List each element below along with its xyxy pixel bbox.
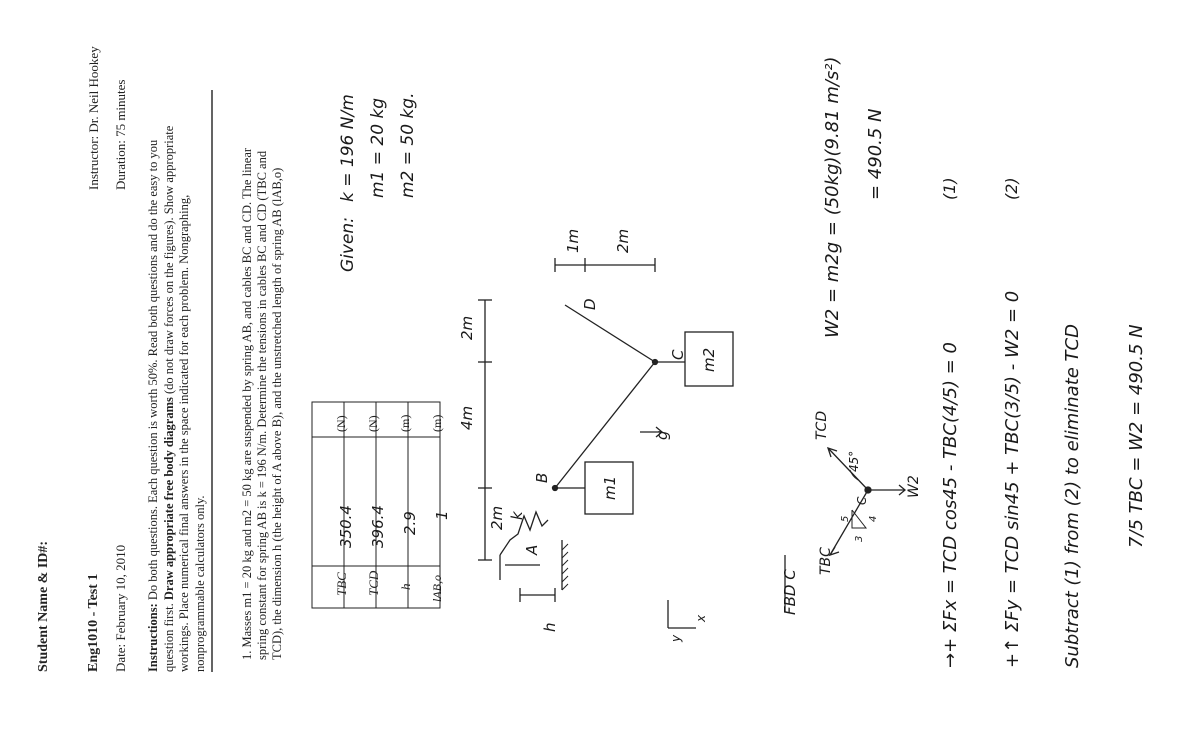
fbd-tri-4: 4 (868, 516, 879, 522)
mass-m1-box (584, 461, 634, 515)
given-k: k = 196 N/m (338, 94, 358, 202)
given-label: Given: (338, 217, 358, 272)
fbd-tri-3: 3 (854, 536, 865, 542)
answer-unit-h: (m) (398, 414, 412, 432)
work-w2-line2: = 490.5 N (865, 108, 886, 200)
work-result: 7/5 TBC = W2 = 490.5 N (1126, 324, 1147, 548)
label-2m-vert: 2m (614, 229, 632, 253)
label-k: k (508, 510, 526, 520)
mechanics-figure (478, 258, 734, 602)
answer-symbol-tcd: TCD (366, 570, 381, 596)
label-m1: m1 (601, 476, 619, 500)
fbd-label-tcd: TCD (814, 411, 830, 440)
given-m2: m2 = 50 kg. (398, 92, 418, 198)
label-b: B (533, 473, 551, 483)
label-d: D (581, 298, 599, 310)
label-2m-right: 2m (458, 316, 476, 340)
work-eq1: →+ ΣFx = TCD cos45 - TBC(4/5) = 0 (940, 342, 961, 668)
answer-symbol-h: h (398, 583, 413, 591)
label-h: h (541, 622, 559, 632)
cable-cd (564, 304, 656, 363)
label-2m-left: 2m (488, 506, 506, 530)
answer-unit-tcd: (N) (366, 415, 380, 432)
fbd-diagram (667, 446, 907, 629)
tcd-vector (827, 447, 869, 491)
axis-y-label: y (669, 634, 683, 643)
label-1m: 1m (564, 229, 582, 253)
answer-table (311, 401, 441, 609)
label-4m: 4m (458, 406, 476, 430)
label-a: A (523, 545, 541, 556)
work-w2-line1: W2 = m2g = (50kg)(9.81 m/s²) (822, 56, 843, 338)
fbd-tri-5: 5 (840, 516, 851, 522)
mass-m2-box (684, 331, 734, 387)
answer-value-h: 2.9 (401, 511, 419, 535)
work-eq2-tag: (2) (1002, 177, 1021, 200)
answer-symbol-lab: lAB,o (430, 575, 444, 602)
work-eq2: +↑ ΣFy = TCD sin45 + TBC(3/5) - W2 = 0 (1002, 290, 1023, 668)
label-g: g (653, 430, 671, 440)
answer-value-tcd: 396.4 (369, 505, 387, 548)
answer-symbol-tbc: TBC (334, 572, 349, 596)
tbc-vector (829, 489, 869, 556)
answer-unit-lab: (m) (430, 414, 444, 432)
fbd-label-c: C (855, 496, 869, 505)
fbd-label-angle: 45° (847, 451, 861, 472)
fbd-label-w2: W2 (906, 475, 922, 498)
label-m2: m2 (700, 348, 718, 372)
fbd-title: FBD C (781, 569, 799, 615)
axis-x-label: x (694, 614, 708, 623)
work-subtract: Subtract (1) from (2) to eliminate TCD (1062, 324, 1083, 668)
answer-unit-tbc: (N) (334, 415, 348, 432)
label-c: C (669, 349, 687, 360)
spring-ab (499, 510, 549, 556)
cable-bc (554, 361, 656, 489)
given-m1: m1 = 20 kg (368, 97, 388, 198)
work-eq1-tag: (1) (940, 177, 959, 200)
fbd-label-tbc: TBC (818, 547, 834, 575)
answer-value-tbc: 350.4 (337, 505, 355, 548)
answer-value-lab: 1 (433, 510, 451, 520)
